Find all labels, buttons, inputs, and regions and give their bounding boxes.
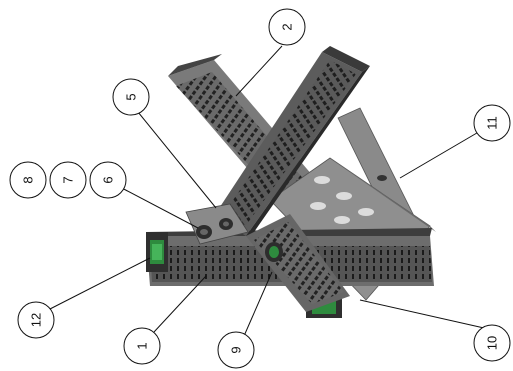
- callout-9-label: 9: [229, 346, 244, 353]
- callout-5-label: 5: [124, 93, 139, 100]
- fitting-bracket: [185, 203, 283, 262]
- end-cap-left: [146, 232, 168, 272]
- callout-1-label: 1: [135, 342, 150, 349]
- callout-6: 6: [89, 161, 127, 199]
- callout-10-label: 10: [485, 336, 500, 350]
- callout-2: 2: [268, 8, 306, 46]
- callout-11-label: 11: [485, 116, 500, 130]
- callout-8-label: 8: [21, 176, 36, 183]
- callout-11: 11: [473, 104, 511, 142]
- callout-12-label: 12: [29, 313, 44, 327]
- leader-lines: [47, 45, 485, 337]
- callout-5: 5: [112, 78, 150, 116]
- callout-10: 10: [473, 324, 511, 362]
- callout-7: 7: [49, 161, 87, 199]
- callout-9: 9: [217, 331, 255, 369]
- callout-7-label: 7: [61, 176, 76, 183]
- strut-channel-main: [214, 46, 370, 236]
- callout-6-label: 6: [101, 176, 116, 183]
- callout-8: 8: [9, 161, 47, 199]
- callout-1: 1: [123, 327, 161, 365]
- callout-12: 12: [17, 301, 55, 339]
- callout-2-label: 2: [280, 23, 295, 30]
